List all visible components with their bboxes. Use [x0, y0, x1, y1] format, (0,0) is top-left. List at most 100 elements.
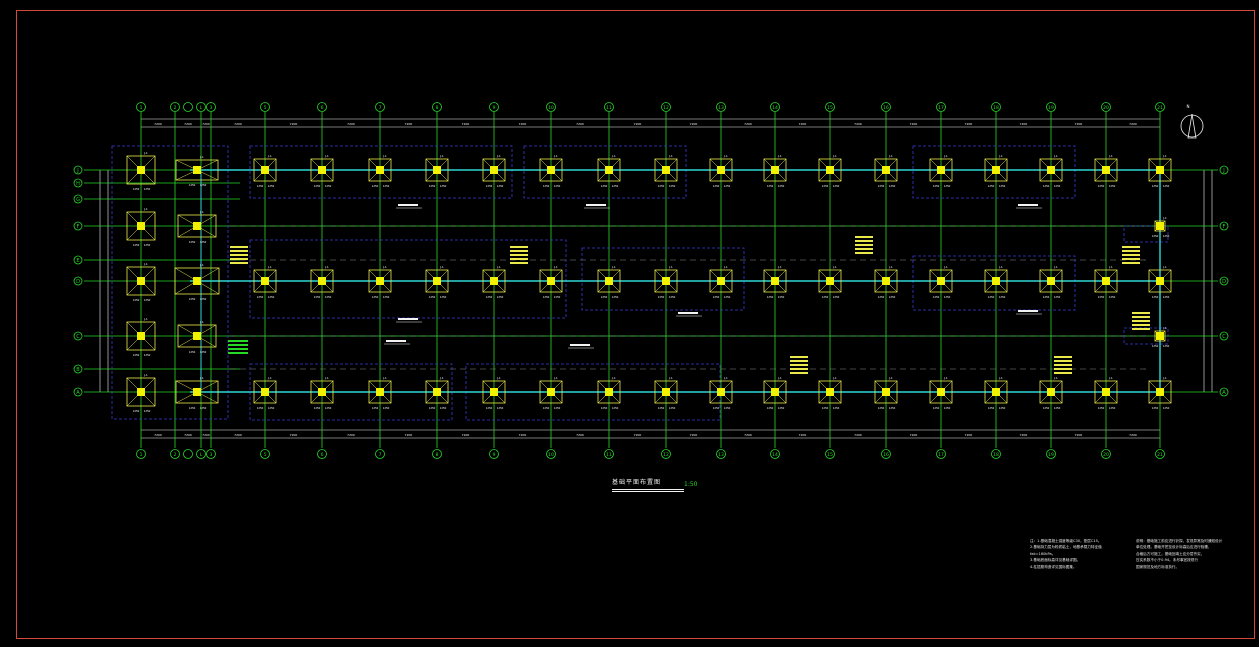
- grid-column-bubble-bottom: [936, 449, 946, 459]
- footing-label: J-1: [1162, 154, 1167, 158]
- footing-dim-text: 1250: [767, 406, 774, 410]
- annotation-text-mark: [790, 356, 808, 358]
- footing-dim-text: 1250: [833, 295, 840, 299]
- footing-label: J-1: [723, 376, 728, 380]
- isolated-footing: [1094, 269, 1118, 293]
- annotation-text-mark: [510, 262, 528, 264]
- footing-dim-text: 1250: [778, 406, 785, 410]
- column-stub: [937, 166, 945, 174]
- grid-column-label-top: 6: [321, 105, 324, 111]
- dimension-text: 7200: [744, 433, 752, 437]
- grid-row-label: G: [76, 197, 80, 203]
- column-stub: [771, 166, 779, 174]
- north-arrow-circle: [1180, 114, 1204, 138]
- isolated-footing: [126, 155, 156, 185]
- footing-dim-text: 1250: [612, 184, 619, 188]
- footing-dim-text: 1250: [713, 184, 720, 188]
- footing-label: J-1: [143, 151, 148, 155]
- footing-label: J-1: [611, 265, 616, 269]
- grid-column-label-bottom: 8: [436, 452, 439, 458]
- grid-column-label-top: 5: [264, 105, 267, 111]
- footing-label: J-1: [1162, 326, 1167, 330]
- column-stub: [882, 388, 890, 396]
- dimension-text: 7200: [519, 122, 527, 126]
- footing-dim-text: 1250: [724, 295, 731, 299]
- footing-label: J-1: [382, 265, 387, 269]
- footing-label: J-1: [267, 376, 272, 380]
- footing-dim-text: 1250: [778, 184, 785, 188]
- isolated-footing: [253, 269, 277, 293]
- annotation-text-mark: [1122, 250, 1140, 252]
- footing-dim-text: 1250: [189, 240, 196, 244]
- annotation-text-mark: [228, 340, 248, 342]
- grid-row-bubble-right: [1219, 331, 1229, 341]
- column-stub: [662, 166, 670, 174]
- footing-dim-text: 1250: [601, 295, 608, 299]
- footing-dim-text: 1250: [1152, 406, 1159, 410]
- grid-column-bubble-top: [489, 102, 499, 112]
- dimension-text: 7200: [799, 433, 807, 437]
- isolated-footing: [597, 158, 621, 182]
- grid-row-label: C: [76, 334, 80, 340]
- footing-dim-text: 1250: [314, 184, 321, 188]
- grid-column-bubble-bottom: [206, 449, 216, 459]
- footing-label: J-1: [439, 265, 444, 269]
- isolated-footing: [126, 377, 156, 407]
- grid-column-label-top: 9: [493, 105, 496, 111]
- footing-dim-text: 1250: [988, 184, 995, 188]
- footing-label: J-1: [723, 154, 728, 158]
- grid-row-bubble-right: [1219, 276, 1229, 286]
- annotation-text-mark: [855, 236, 873, 238]
- annotation-text-mark: [790, 364, 808, 366]
- footing-dim-text: 1250: [1163, 406, 1170, 410]
- grid-column-label-bottom: 12: [663, 452, 669, 458]
- annotation-text-mark: [1018, 310, 1038, 312]
- annotation-text-mark: [790, 360, 808, 362]
- footing-dim-text: 1250: [440, 295, 447, 299]
- dimension-text: 7200: [154, 433, 162, 437]
- footing-dim-text: 1250: [944, 184, 951, 188]
- dimension-text: 7200: [634, 122, 642, 126]
- footing-dim-text: 1250: [658, 295, 665, 299]
- footing-dim-text: 1250: [1043, 295, 1050, 299]
- annotation-text-mark: [228, 352, 248, 354]
- footing-label: J-1: [611, 376, 616, 380]
- footing-label: J-1: [199, 155, 204, 159]
- isolated-footing: [482, 380, 506, 404]
- footing-label: J-1: [668, 265, 673, 269]
- grid-row-bubble-right: [1219, 165, 1229, 175]
- title-underline: [612, 489, 684, 490]
- isolated-footing: [482, 269, 506, 293]
- footing-dim-text: 1250: [200, 297, 207, 301]
- footing-dim-text: 1250: [543, 295, 550, 299]
- footing-dim-text: 1250: [429, 295, 436, 299]
- grid-column-label-top: 12: [663, 105, 669, 111]
- column-stub: [826, 388, 834, 396]
- footing-dim-text: 1250: [554, 184, 561, 188]
- footing-label: J-1: [199, 263, 204, 267]
- annotation-text-mark: [230, 258, 248, 260]
- footing-label: J-1: [888, 265, 893, 269]
- footing-dim-text: 1250: [497, 406, 504, 410]
- footing-label: J-1: [998, 265, 1003, 269]
- dimension-text: 7200: [965, 122, 973, 126]
- isolated-footing: [654, 158, 678, 182]
- column-stub: [1156, 332, 1164, 340]
- footing-dim-text: 1250: [767, 295, 774, 299]
- grid-column-label-bottom: 7: [379, 452, 382, 458]
- grid-column-bubble-top: [183, 102, 193, 112]
- footing-dim-text: 1250: [878, 406, 885, 410]
- column-stub: [826, 277, 834, 285]
- column-stub: [376, 166, 384, 174]
- grid-row-bubble-right: [1219, 221, 1229, 231]
- footing-dim-text: 1250: [889, 406, 896, 410]
- footing-dim-text: 1250: [543, 406, 550, 410]
- annotation-text-mark: [1054, 372, 1072, 374]
- isolated-footing: [654, 380, 678, 404]
- dimension-text: 7200: [154, 122, 162, 126]
- isolated-footing: [539, 158, 563, 182]
- footing-label: J-1: [723, 265, 728, 269]
- column-stub: [547, 388, 555, 396]
- footing-group-outline: [523, 145, 687, 199]
- footing-dim-text: 1250: [889, 295, 896, 299]
